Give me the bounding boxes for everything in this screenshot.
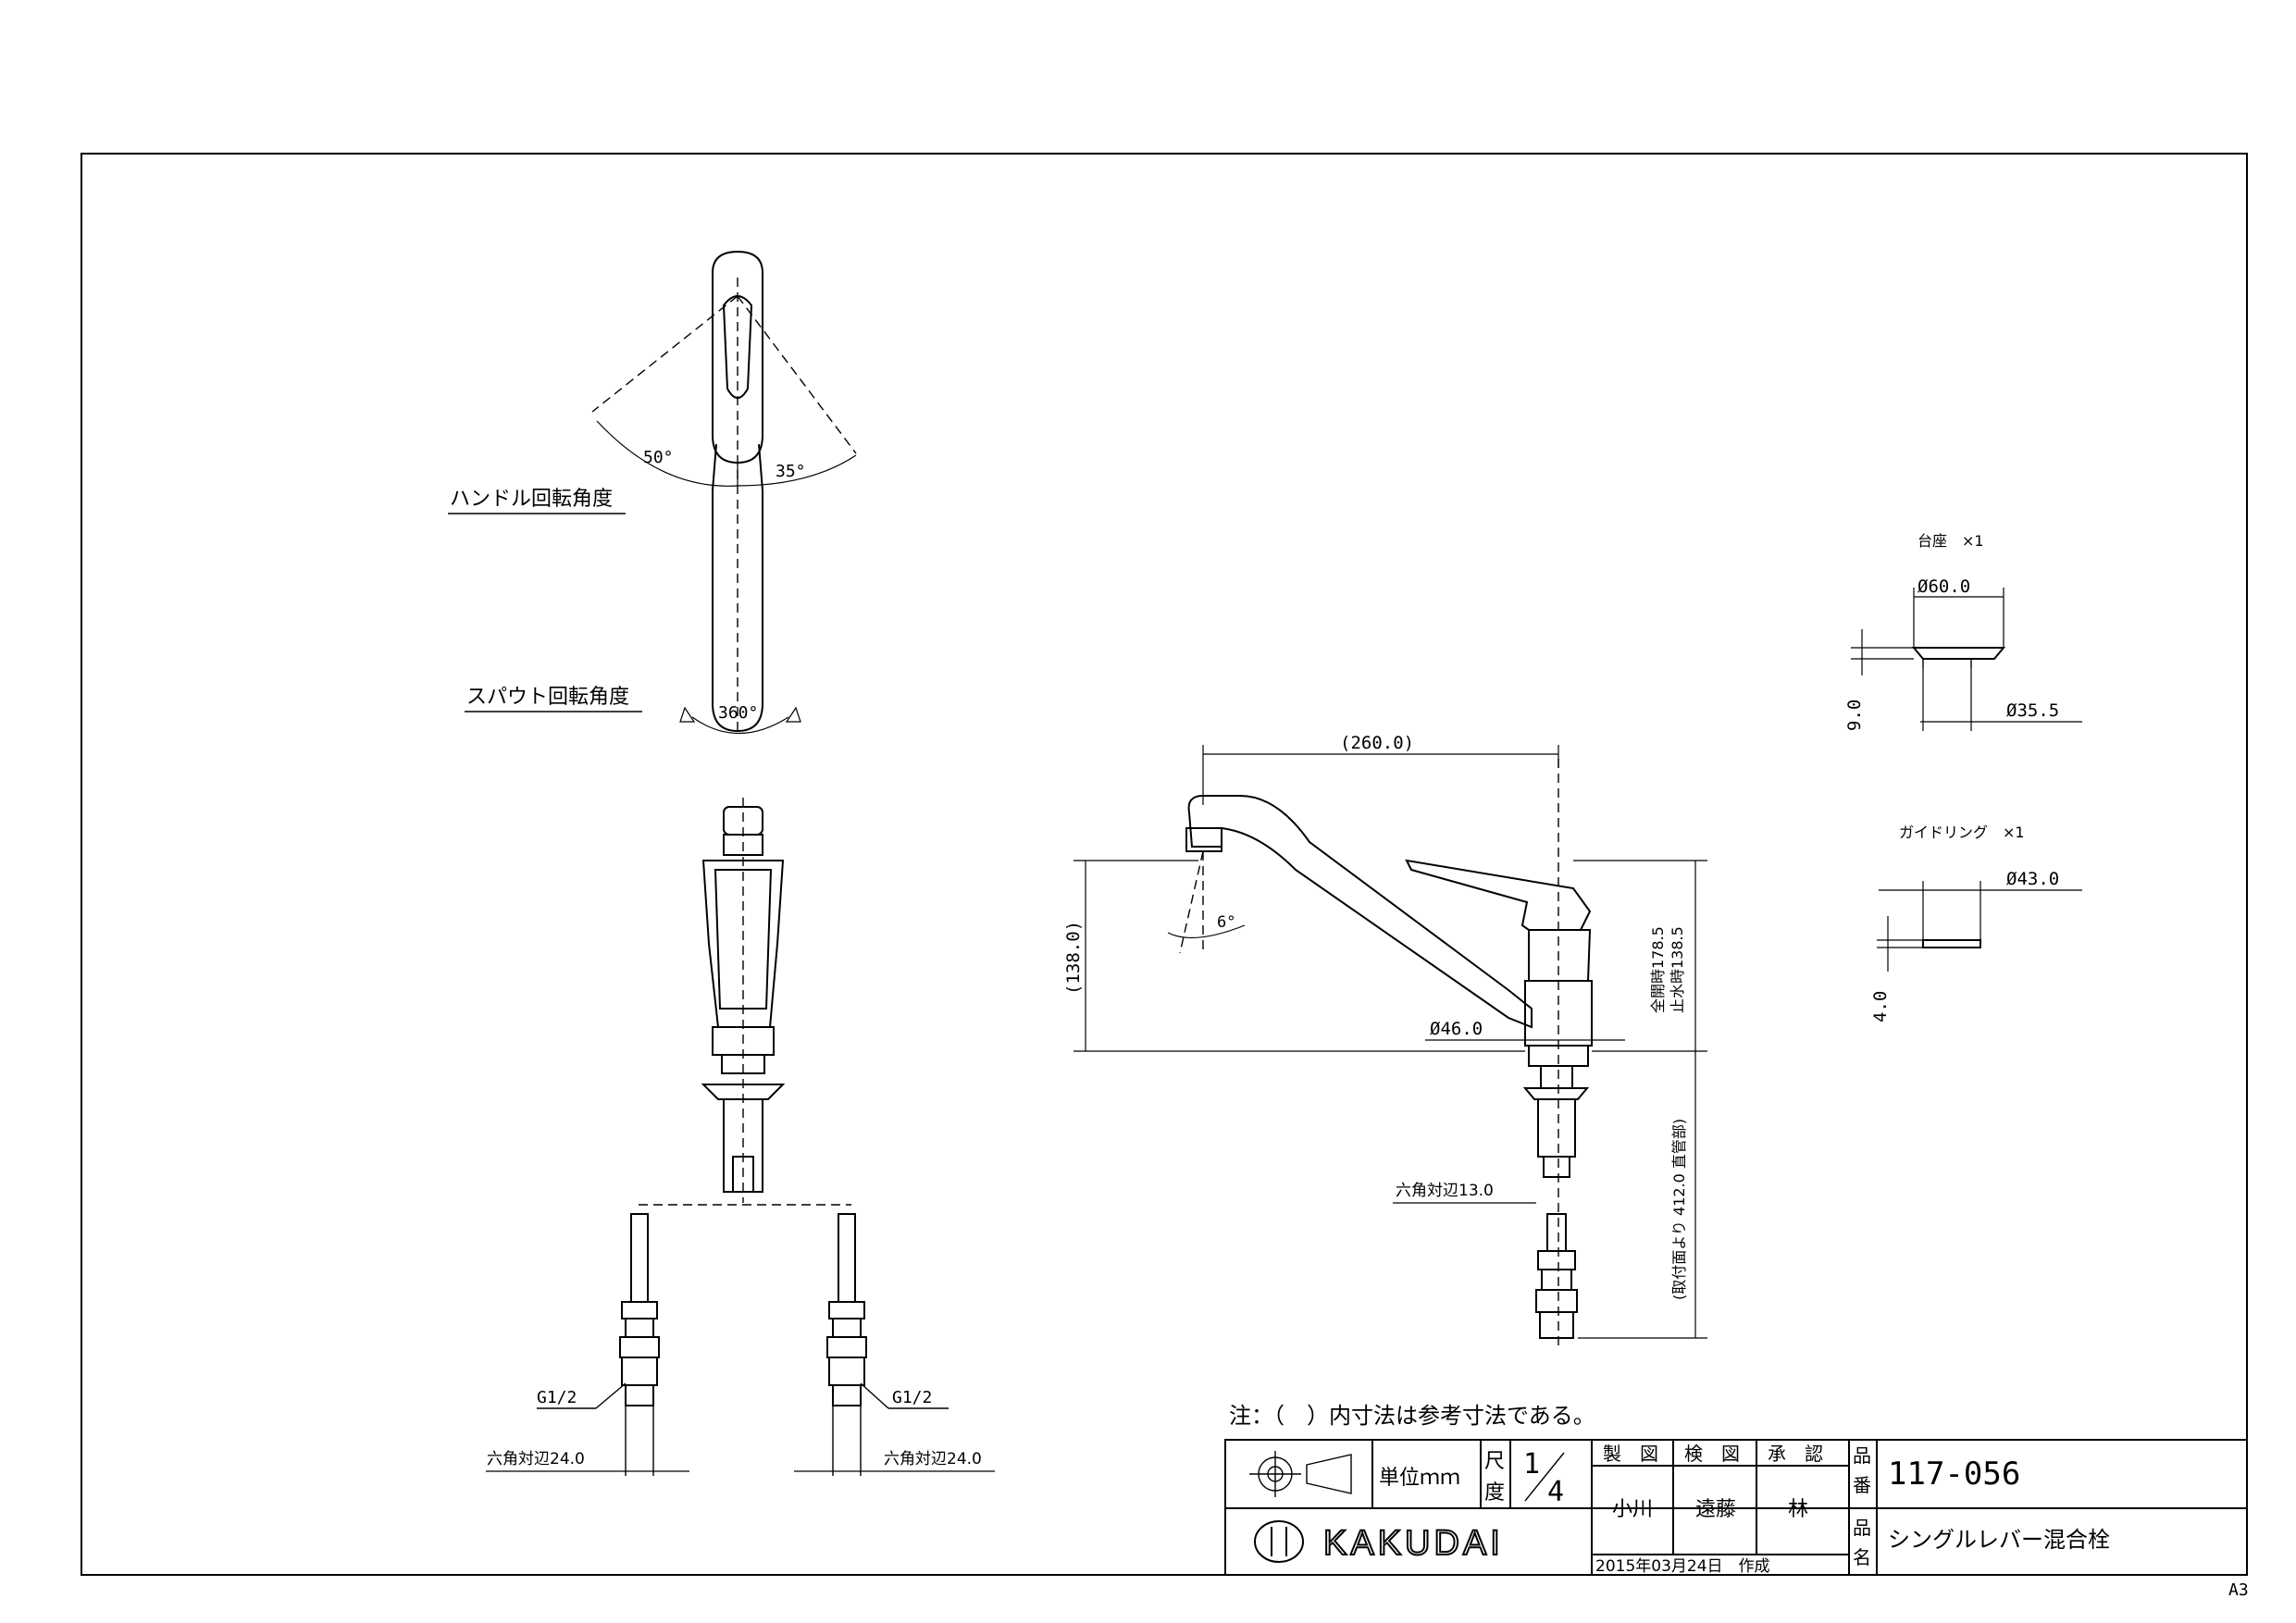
col-drawn: 製 図 (1603, 1443, 1658, 1465)
base-part: 台座 ×1 Ø60.0 Ø35.5 9.0 (1844, 532, 2082, 731)
guide-ring-part: ガイドリング ×1 Ø43.0 4.0 (1870, 824, 2082, 1022)
dim-260-label: (260.0) (1340, 733, 1414, 753)
g-left-label: G1/2 (537, 1388, 577, 1407)
dim-412-label: (取付面より 412.0 直管部) (1670, 1119, 1688, 1300)
base-h9-label: 9.0 (1844, 700, 1865, 731)
front-view: G1/2 G1/2 六角対辺24.0 六角対辺24.0 (486, 798, 995, 1476)
angle-360-label: 360° (718, 703, 758, 723)
scale-num: 1 (1523, 1448, 1540, 1481)
side-view: 6° (260.0) (138.0) Ø46.0 全開時178.5 止水時138… (1063, 733, 1707, 1351)
base-d60-label: Ø60.0 (1917, 576, 1970, 597)
product-no-label-2: 番 (1853, 1474, 1871, 1496)
name-drawn: 小川 (1612, 1498, 1653, 1521)
scale-label-2: 度 (1484, 1481, 1505, 1505)
hex-13-label: 六角対辺13.0 (1396, 1182, 1494, 1200)
handle-rotation-label: ハンドル回転角度 (450, 488, 613, 511)
kakudai-logo: KAKUDAI (1254, 1520, 1504, 1564)
dim-1385-label: 止水時138.5 (1669, 926, 1686, 1013)
brand-name: KAKUDAI (1323, 1524, 1504, 1563)
reference-note: 注：（ ）内寸法は参考寸法である。 (1229, 1403, 1595, 1429)
hex-right-label: 六角対辺24.0 (884, 1450, 982, 1468)
unit-label: 単位ｍｍ (1379, 1467, 1460, 1490)
product-no: 117-056 (1888, 1456, 2020, 1493)
sheet-size-label: A3 (2228, 1580, 2249, 1600)
dim-46-label: Ø46.0 (1430, 1019, 1483, 1039)
ring-d43-label: Ø43.0 (2006, 869, 2059, 889)
dim-1785-label: 全開時178.5 (1649, 926, 1667, 1013)
g-right-label: G1/2 (892, 1388, 932, 1407)
name-checked: 遠藤 (1695, 1498, 1736, 1521)
product-name-label-2: 名 (1853, 1546, 1871, 1568)
scale-den: 4 (1547, 1476, 1564, 1508)
ring-title: ガイドリング ×1 (1899, 824, 2025, 841)
spout-rotation-label: スパウト回転角度 (466, 686, 629, 709)
col-checked: 検 図 (1684, 1443, 1740, 1465)
angle-6-label: 6° (1217, 913, 1235, 932)
angle-35-label: 35° (776, 462, 806, 481)
base-title: 台座 ×1 (1917, 532, 1984, 550)
title-block: 単位ｍｍ 尺 度 1 4 製 図 検 図 承 認 小川 遠藤 林 2015年03… (1224, 1439, 2248, 1576)
top-view: 50° 35° 360° ハンドル回転角度 スパウト回転角度 (448, 250, 857, 734)
col-approved: 承 認 (1768, 1443, 1823, 1465)
dim-138-label: (138.0) (1063, 921, 1084, 995)
date-label: 2015年03月24日 作成 (1595, 1557, 1770, 1576)
product-name-label-1: 品 (1853, 1517, 1871, 1539)
ring-h4-label: 4.0 (1870, 991, 1891, 1022)
sheet-border (81, 153, 2248, 1576)
scale-label-1: 尺 (1484, 1450, 1505, 1473)
product-no-label-1: 品 (1853, 1444, 1871, 1467)
angle-50-label: 50° (643, 448, 674, 467)
product-name: シングルレバー混合栓 (1888, 1527, 2110, 1553)
base-d355-label: Ø35.5 (2006, 700, 2059, 721)
hex-left-label: 六角対辺24.0 (487, 1450, 585, 1468)
name-approved: 林 (1788, 1498, 1808, 1521)
third-angle-projection-icon (1249, 1451, 1352, 1497)
